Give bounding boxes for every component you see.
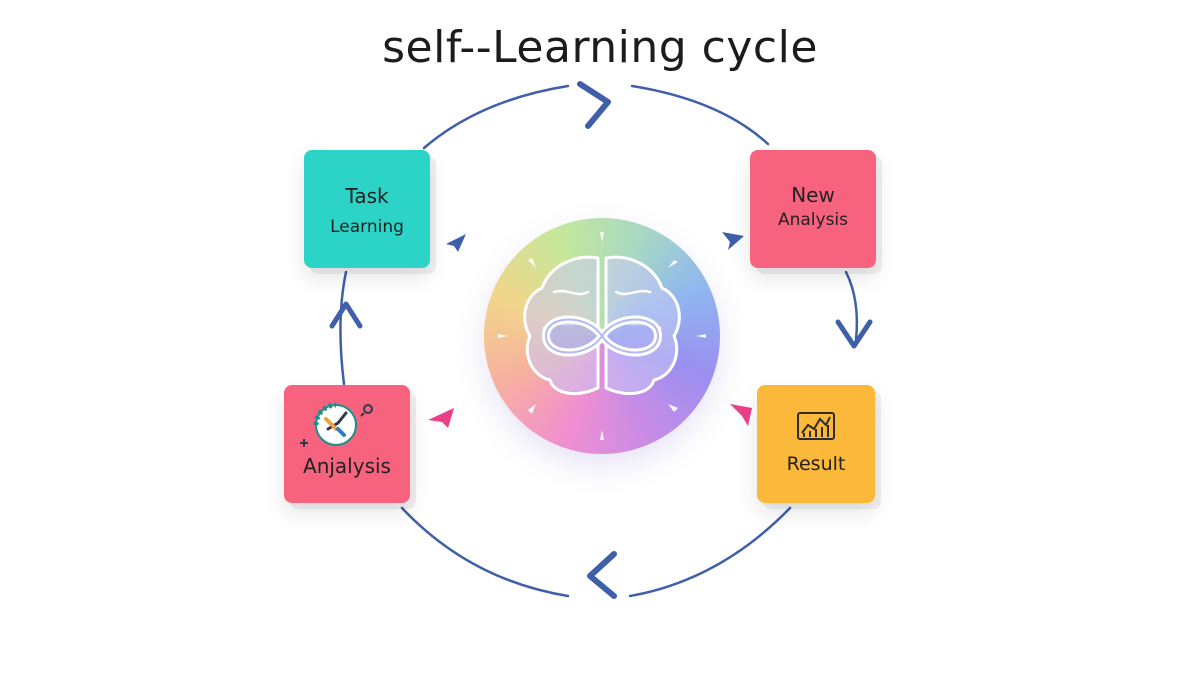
arc-top-left [422, 84, 570, 150]
arrow-right-down-icon [835, 319, 873, 349]
brain-infinity-icon [498, 232, 706, 440]
pointer-new-analysis-icon [722, 232, 744, 250]
arrow-top-icon [577, 81, 611, 129]
node-result-title: Result [786, 453, 846, 475]
arc-top-right [630, 84, 770, 146]
arc-bottom-right [628, 506, 792, 598]
pointer-task-icon [446, 234, 466, 252]
arc-left [339, 270, 348, 386]
gear-magnifier-icon [300, 402, 373, 447]
arrow-bottom-icon [587, 551, 617, 599]
pointer-analysis-icon [428, 408, 454, 428]
node-new-analysis: New Analysis [750, 150, 876, 268]
arc-right [844, 270, 859, 342]
node-new-title: New [791, 183, 835, 207]
node-analysis: Anjalysis [284, 385, 410, 503]
arc-bottom-left [400, 506, 570, 598]
diagram-title: self--Learning cycle [382, 22, 818, 73]
node-new-subtitle: Analysis [777, 210, 849, 230]
arrow-left-up-icon [329, 301, 363, 329]
node-task-learning: Task Learning [304, 150, 430, 268]
hub-circle [484, 218, 720, 454]
line-chart-icon [797, 412, 835, 440]
pointer-result-icon [730, 404, 752, 426]
node-result: Result [757, 385, 875, 503]
node-analysis-title: Anjalysis [303, 454, 391, 478]
node-task-subtitle: Learning [330, 217, 404, 237]
node-task-title: Task [345, 184, 389, 208]
cycle-arcs [339, 84, 859, 598]
